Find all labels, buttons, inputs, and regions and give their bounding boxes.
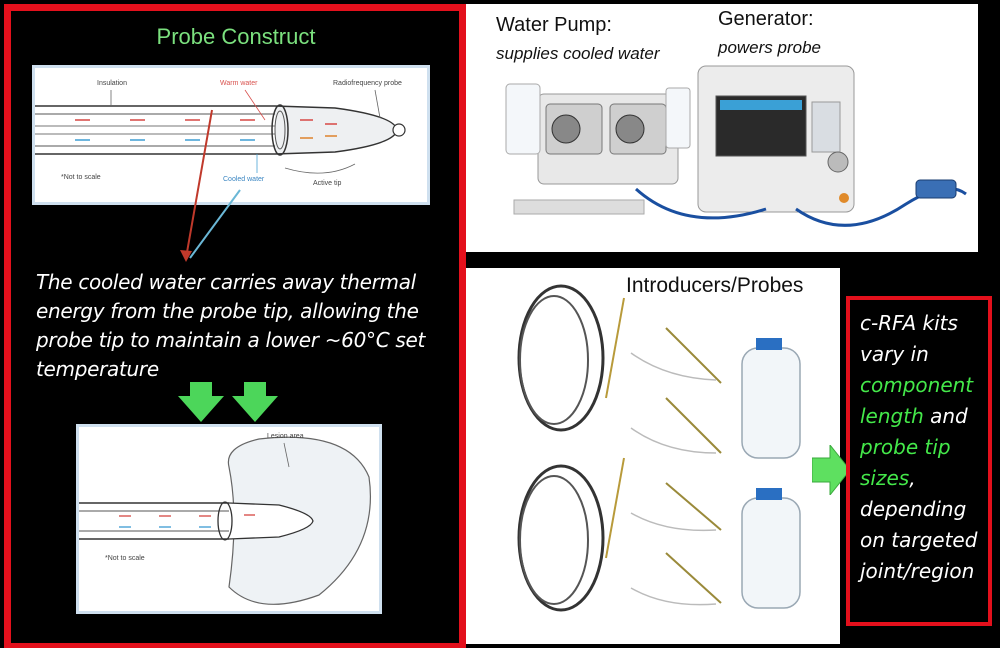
info-line: joint/region	[860, 559, 975, 583]
info-line: length and	[860, 401, 990, 432]
warm-water-label: Warm water	[220, 80, 258, 87]
info-line-highlight: probe tip	[860, 435, 951, 459]
lesion-figure	[79, 436, 371, 605]
water-pump-subtitle: supplies cooled water	[496, 44, 660, 63]
rf-probe-label: Radiofrequency probe	[333, 80, 402, 87]
kits-photo	[517, 284, 801, 612]
cooling-description: The cooled water carries away thermal en…	[36, 270, 426, 381]
info-highlight: length	[860, 404, 924, 428]
info-line: on targeted	[860, 528, 978, 552]
not-to-scale-label: *Not to scale	[61, 174, 101, 181]
probe-construct-title: Probe Construct	[156, 24, 316, 49]
equipment-panel: Water Pump: supplies cooled water Genera…	[466, 4, 978, 252]
info-line: sizes,	[860, 463, 990, 494]
info-line: depending	[860, 497, 967, 521]
info-line-highlight: component	[860, 373, 974, 397]
generator-title: Generator:	[718, 8, 814, 30]
insulation-label: Insulation	[97, 80, 127, 87]
active-tip-label: Active tip	[313, 180, 342, 187]
introducers-probes-title: Introducers/Probes	[626, 274, 804, 297]
lesion-diagram: Lesion area *Not to scale	[76, 424, 382, 614]
introducers-probes-panel: Introducers/Probes	[466, 268, 840, 644]
not-to-scale-label-bottom: *Not to scale	[105, 555, 145, 562]
info-line: vary in	[860, 342, 929, 366]
info-line: c-RFA kits	[860, 311, 958, 335]
cooled-water-label: Cooled water	[223, 176, 265, 183]
info-highlight: sizes	[860, 466, 910, 490]
equipment-photo	[505, 65, 967, 227]
down-arrows	[178, 382, 278, 422]
down-arrow-icon	[178, 382, 224, 422]
info-text-rest: and	[923, 404, 968, 428]
pointer-arrows	[180, 109, 241, 262]
water-pump-title: Water Pump:	[496, 14, 612, 36]
kit-info-box: c-RFA kits vary in component length and …	[846, 296, 992, 626]
down-arrow-icon	[232, 382, 278, 422]
green-right-arrow-icon	[812, 445, 850, 495]
lesion-area-label: Lesion area	[267, 433, 304, 440]
generator-subtitle: powers probe	[718, 38, 822, 57]
info-text-rest: ,	[909, 466, 916, 490]
probe-cross-section-figure	[35, 89, 406, 174]
kit-info-text: c-RFA kits vary in component length and …	[860, 308, 990, 587]
